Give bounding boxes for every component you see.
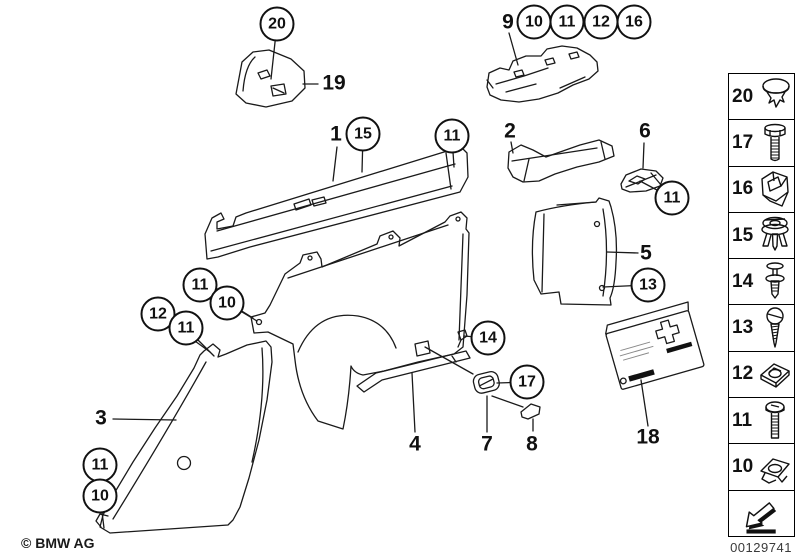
legend-item-13[interactable]: 13 (729, 305, 794, 352)
callout-11-panel[interactable]: 11 (182, 267, 218, 303)
callout-18[interactable]: 18 (636, 425, 660, 449)
part-4-panel-shape[interactable] (251, 212, 469, 429)
part-5-panel-shape[interactable] (532, 198, 616, 305)
bracket-clip-icon (761, 171, 789, 207)
legend-item-14[interactable]: 14 (729, 259, 794, 306)
part-3-pillar-trim-shape[interactable] (96, 341, 272, 533)
copyright-notice: © BMW AG (21, 535, 95, 551)
part-9-bracket-shape[interactable] (487, 46, 598, 102)
callout-11-lower[interactable]: 11 (82, 447, 118, 483)
callout-4[interactable]: 4 (409, 432, 421, 456)
callout-11[interactable]: 11 (549, 4, 585, 40)
callout-2[interactable]: 2 (504, 119, 516, 143)
callout-11-rail[interactable]: 11 (434, 118, 470, 154)
part-14-clip-shape[interactable] (458, 330, 467, 347)
legend-label-20: 20 (732, 85, 754, 107)
part-1-rail-shape[interactable] (205, 147, 468, 259)
legend-item-20[interactable]: 20 (729, 74, 794, 121)
callout-5[interactable]: 5 (640, 241, 652, 265)
legend-item-10[interactable]: 10 (729, 444, 794, 491)
callout-9[interactable]: 9 (502, 10, 514, 34)
document-number: 00129741 (730, 540, 792, 555)
legend-label-10: 10 (732, 456, 754, 478)
callout-15[interactable]: 15 (345, 116, 381, 152)
legend-label-14: 14 (732, 270, 754, 292)
legend-label-15: 15 (732, 224, 754, 246)
part-6-cover-shape[interactable] (621, 169, 663, 192)
legend-label-17: 17 (732, 131, 754, 153)
legend-item-17[interactable]: 17 (729, 120, 794, 167)
direction-arrow-icon (745, 502, 776, 534)
legend-label-12: 12 (732, 363, 754, 385)
push-rivet-icon (765, 262, 785, 299)
callout-16[interactable]: 16 (616, 4, 652, 40)
part-8-cap-shape[interactable] (521, 404, 540, 419)
part-7-grommet-shape[interactable] (472, 370, 501, 394)
part-19-trim-shape[interactable] (236, 50, 305, 107)
legend-item-11[interactable]: 11 (729, 398, 794, 445)
callout-13[interactable]: 13 (630, 267, 666, 303)
legend-item-15[interactable]: 15 (729, 213, 794, 260)
legend-label-13: 13 (732, 317, 754, 339)
part-18-first-aid-kit-shape[interactable] (603, 302, 706, 390)
part-4-sill-strip-shape[interactable] (357, 341, 470, 392)
callout-10[interactable]: 10 (516, 4, 552, 40)
callout-10-panel[interactable]: 10 (209, 285, 245, 321)
legend-item-16[interactable]: 16 (729, 167, 794, 213)
callout-17[interactable]: 17 (509, 364, 545, 400)
fastener-legend: 20 17 16 (728, 73, 795, 537)
callout-6[interactable]: 6 (639, 119, 651, 143)
part-2-trim-shape[interactable] (508, 140, 614, 182)
hex-bolt-icon (764, 123, 786, 162)
callout-19[interactable]: 19 (322, 71, 346, 95)
grommet-cap-icon (762, 77, 790, 108)
legend-label-11: 11 (732, 409, 753, 431)
legend-label-16: 16 (732, 178, 754, 200)
callout-11-pillar[interactable]: 11 (168, 310, 204, 346)
clip-nut-icon (760, 458, 790, 484)
callout-1[interactable]: 1 (330, 122, 342, 146)
legend-item-arrow[interactable] (729, 491, 794, 536)
speed-nut-icon (760, 363, 790, 389)
callout-7[interactable]: 7 (481, 432, 493, 456)
callout-10-lower[interactable]: 10 (82, 478, 118, 514)
callout-12[interactable]: 12 (583, 4, 619, 40)
callout-20[interactable]: 20 (259, 6, 295, 42)
expanding-rivet-icon (761, 216, 789, 251)
callout-8[interactable]: 8 (526, 432, 538, 456)
machine-screw-icon (765, 401, 785, 439)
callout-11-cover[interactable]: 11 (654, 180, 690, 216)
callout-14[interactable]: 14 (470, 320, 506, 356)
legend-item-12[interactable]: 12 (729, 352, 794, 399)
tapping-screw-icon (766, 307, 784, 348)
callout-3[interactable]: 3 (95, 406, 107, 430)
